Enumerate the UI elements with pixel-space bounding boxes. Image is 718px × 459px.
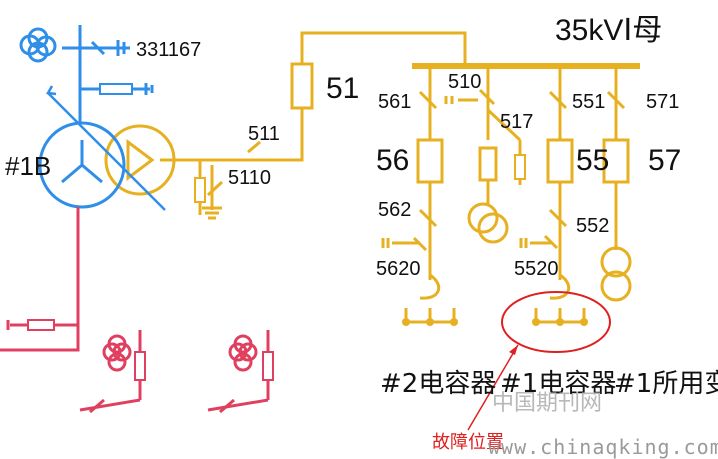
label-51: 51 bbox=[326, 72, 359, 105]
label-551: 551 bbox=[572, 91, 605, 113]
low-voltage-side bbox=[0, 207, 274, 414]
label-510: 510 bbox=[448, 71, 481, 93]
label-cap2: #2电容器 bbox=[380, 369, 496, 399]
label-55: 55 bbox=[576, 144, 609, 177]
label-571: 571 bbox=[646, 91, 679, 113]
label-511: 511 bbox=[248, 123, 280, 145]
terminal-dots bbox=[402, 318, 588, 326]
label-aux: #1所用变 bbox=[614, 369, 718, 399]
label-5620: 5620 bbox=[376, 258, 421, 280]
label-56: 56 bbox=[376, 144, 409, 177]
bus-35kv bbox=[104, 31, 640, 324]
label-561: 561 bbox=[378, 91, 411, 113]
watermark-url: www.chinaqking.com bbox=[488, 435, 718, 459]
label-57: 57 bbox=[648, 144, 681, 177]
transformer-label: #1B bbox=[5, 151, 51, 181]
label-552: 552 bbox=[576, 215, 609, 237]
label-562: 562 bbox=[378, 199, 411, 221]
label-331167: 331167 bbox=[136, 39, 201, 61]
label-fault: 故障位置 bbox=[432, 432, 504, 453]
watermark-cn: 中国期刊网 bbox=[492, 391, 602, 416]
transformer-1b bbox=[19, 25, 166, 211]
label-5110: 5110 bbox=[228, 167, 271, 189]
bus-label: 35kVⅠ母 bbox=[555, 14, 662, 47]
label-517: 517 bbox=[500, 111, 533, 133]
label-cap1: #1电容器 bbox=[500, 369, 616, 399]
label-5520: 5520 bbox=[514, 258, 559, 280]
fault-marker bbox=[467, 291, 611, 431]
